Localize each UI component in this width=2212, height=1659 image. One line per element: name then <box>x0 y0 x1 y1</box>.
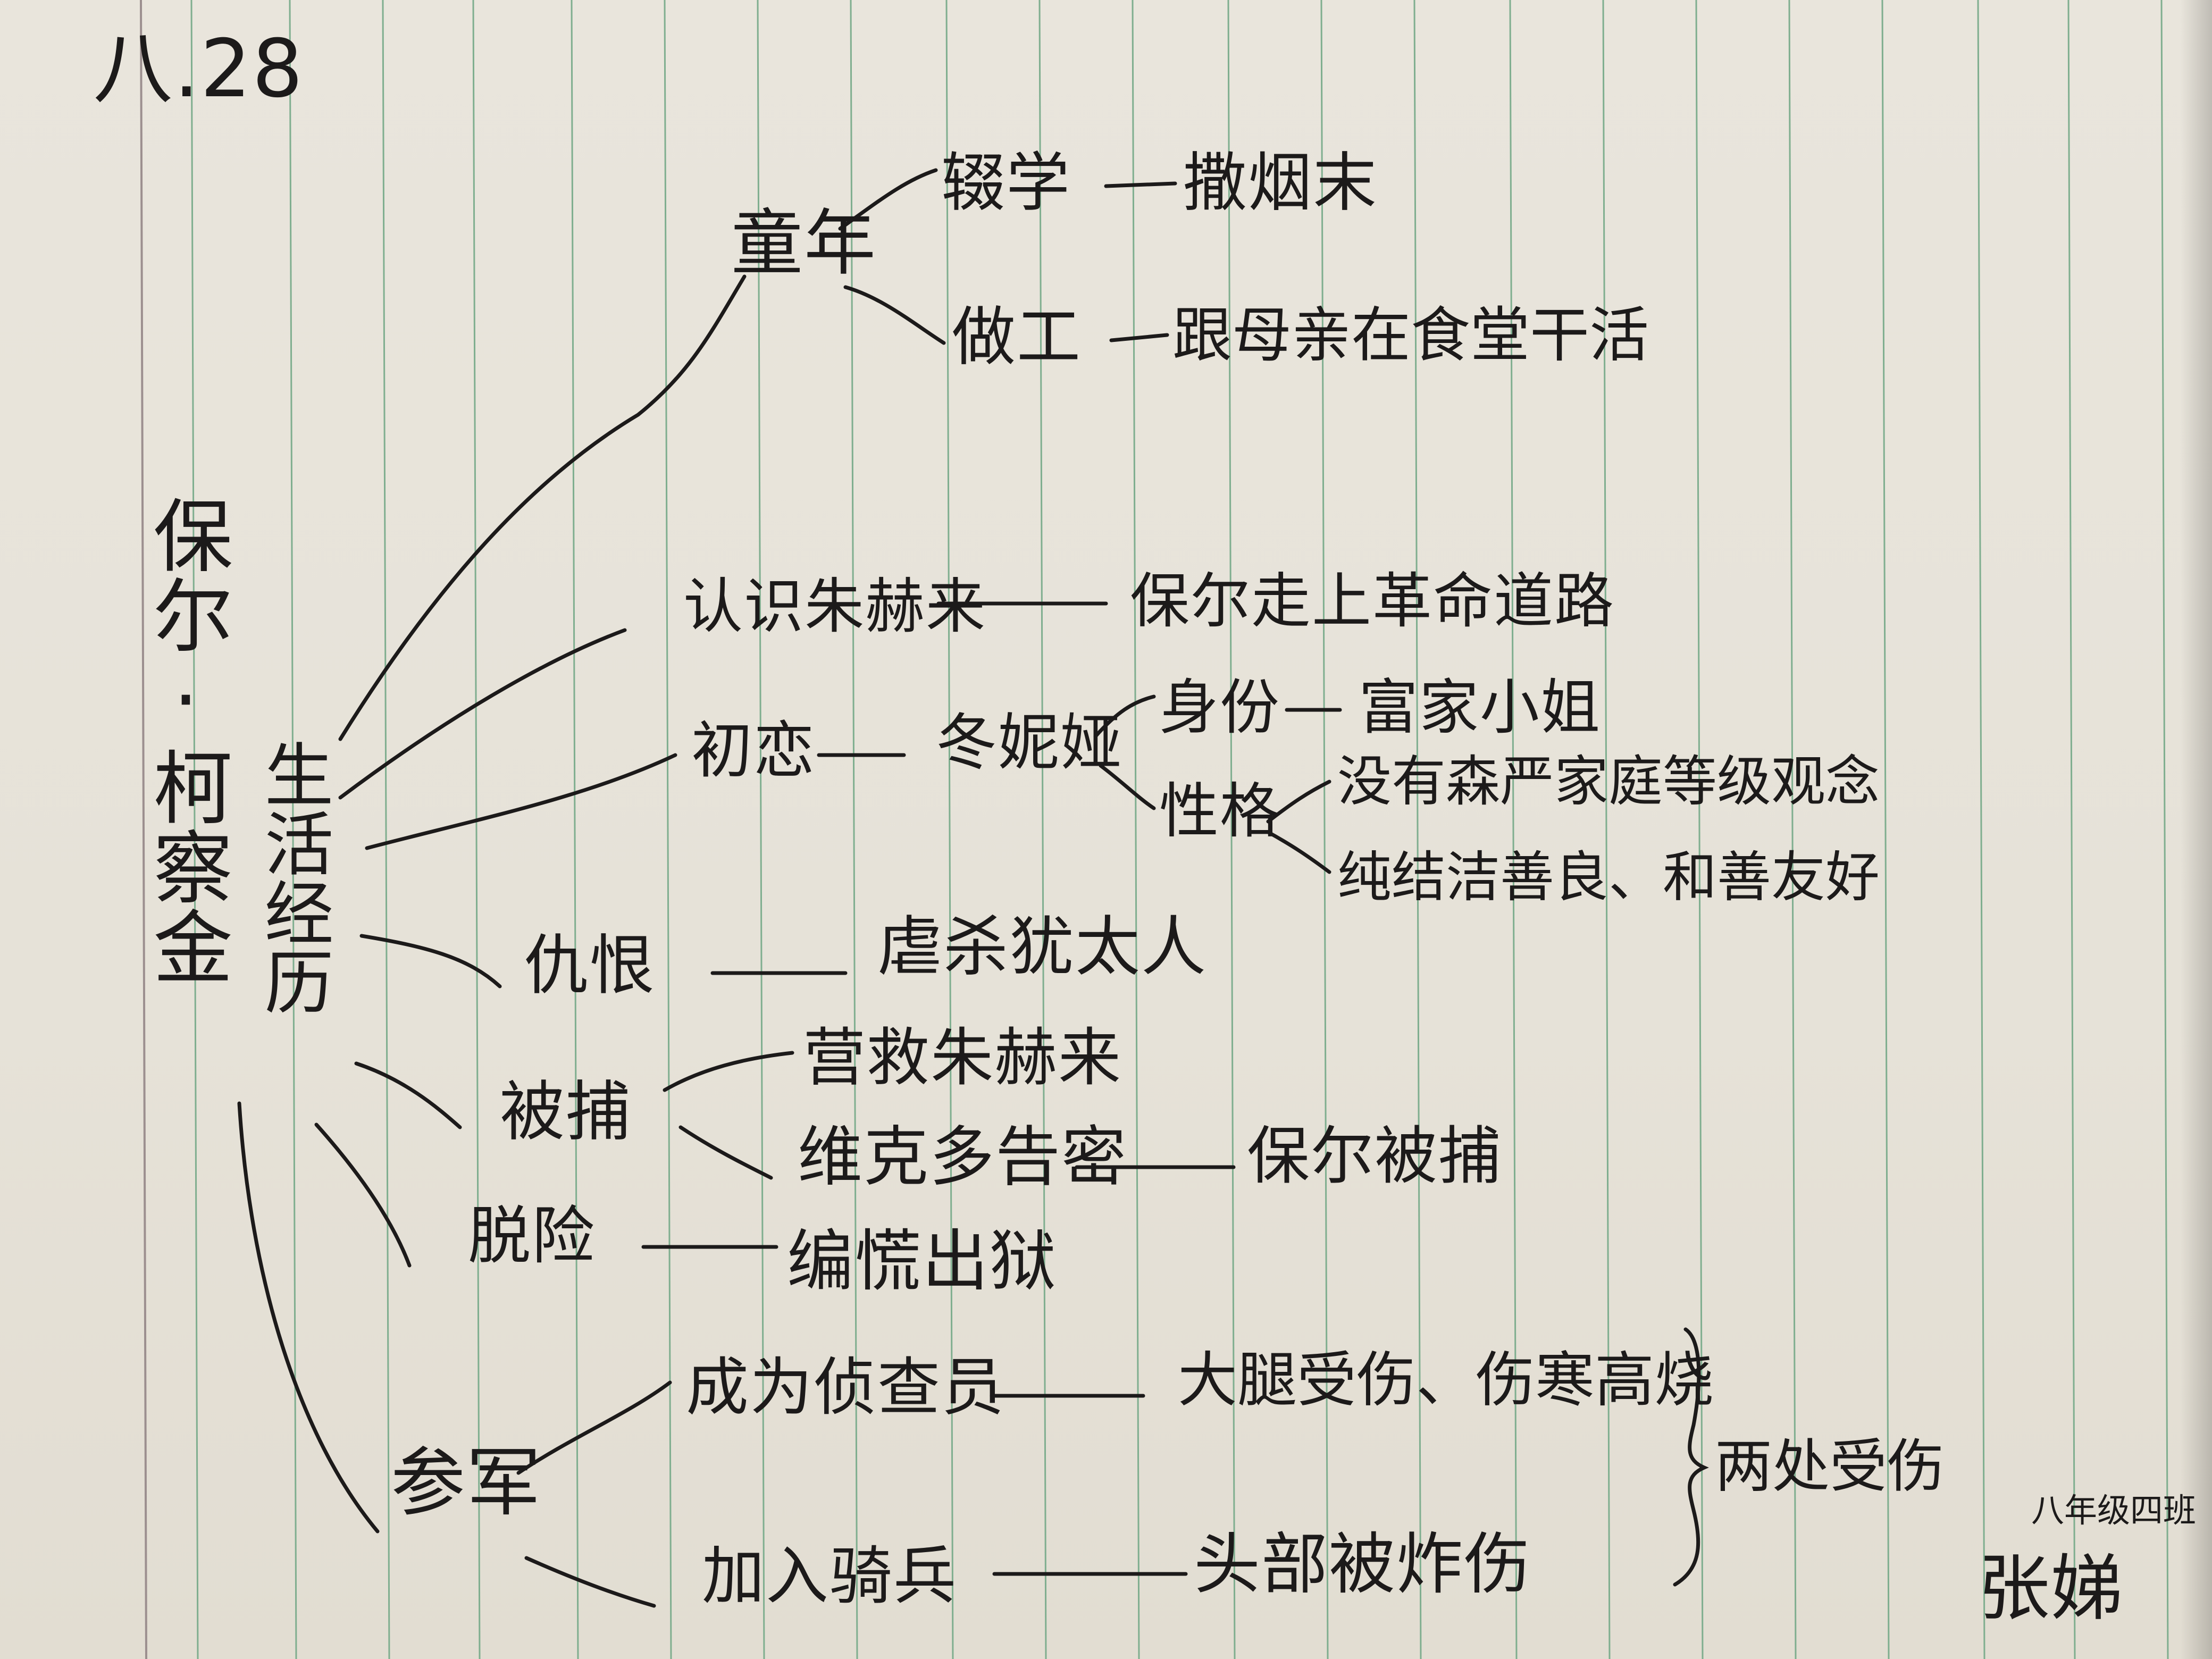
ruled-line <box>571 0 579 1659</box>
army-to-scout-connector <box>516 1380 672 1475</box>
ruled-line <box>1227 0 1236 1659</box>
character-label: 性格 <box>1159 777 1280 846</box>
ruled-line <box>190 0 199 1659</box>
ruled-line <box>1881 0 1890 1659</box>
rescue-label: 营救朱赫来 <box>803 1021 1122 1094</box>
betrayal-detail: 保尔被捕 <box>1247 1119 1503 1193</box>
identity-detail: 富家小姐 <box>1359 673 1601 742</box>
hub-to-hatred-connector <box>359 934 502 988</box>
ruled-line <box>1695 0 1704 1659</box>
childhood-label: 童年 <box>731 202 877 285</box>
tonya-to-identity-connector <box>1093 694 1156 739</box>
main-title: 保尔·柯察金 <box>139 495 232 986</box>
tonya-label: 冬妮娅 <box>936 707 1123 778</box>
hub-to-first-love-connector <box>365 753 677 850</box>
work-label: 做工 <box>952 300 1082 374</box>
ruled-line <box>1038 0 1047 1659</box>
hub-to-escape-connector <box>314 1122 412 1268</box>
hub-to-arrested-connector <box>354 1061 462 1129</box>
meet-zhuhelai-label: 认识朱赫来 <box>683 572 986 641</box>
ruled-line <box>850 0 858 1659</box>
page-edge-shadow <box>2180 0 2212 1659</box>
injuries-brace-connector <box>1673 1327 1709 1587</box>
scout-label: 成为侦查员 <box>686 1351 1006 1424</box>
character-to-detail-2-connector <box>1266 830 1331 874</box>
army-to-cavalry-connector <box>524 1556 656 1608</box>
hub-to-childhood-connector <box>338 274 747 741</box>
character-detail-1: 没有森严家庭等级观念 <box>1337 750 1880 814</box>
work-detail: 跟母亲在食堂干活 <box>1172 301 1649 370</box>
ruled-line <box>757 0 765 1659</box>
hatred-label: 仇恨 <box>524 928 656 1003</box>
hub-label: 生活经历 <box>253 739 334 1016</box>
arrested-label: 被捕 <box>500 1074 632 1150</box>
cavalry-detail: 头部被炸伤 <box>1194 1526 1531 1603</box>
ruled-line <box>945 0 954 1659</box>
ruled-line <box>2067 0 2076 1659</box>
ruled-line <box>1788 0 1797 1659</box>
date-mark: 八.28 <box>93 23 304 115</box>
ruled-line <box>1602 0 1611 1659</box>
escape-detail: 编慌出狱 <box>787 1223 1057 1300</box>
identity-label: 身份 <box>1159 673 1280 742</box>
arrested-to-rescue-connector <box>663 1051 794 1092</box>
dropout-dash-connector <box>1104 181 1177 188</box>
margin-rule <box>140 0 147 1659</box>
ruled-line <box>2160 0 2169 1659</box>
ruled-line <box>472 0 481 1659</box>
ruled-line <box>382 0 390 1659</box>
author-name: 张娣 <box>1978 1547 2124 1630</box>
work-dash-connector <box>1109 333 1169 342</box>
escape-label: 脱险 <box>468 1199 596 1272</box>
class-mark: 八年级四班 <box>2031 1491 2197 1530</box>
childhood-to-dropout-connector <box>838 168 938 231</box>
ruled-line <box>1320 0 1329 1659</box>
dropout-detail: 撒烟末 <box>1183 146 1378 220</box>
betrayal-label: 维克多告密 <box>798 1119 1127 1195</box>
first-love-label: 初恋 <box>691 715 816 786</box>
character-detail-2: 纯结洁善良、和善友好 <box>1337 846 1880 909</box>
ruled-line <box>1132 0 1140 1659</box>
character-to-detail-1-connector <box>1266 780 1331 824</box>
ruled-line <box>1509 0 1518 1659</box>
childhood-to-work-connector <box>843 285 946 345</box>
two-injuries-note: 两处受伤 <box>1715 1434 1945 1500</box>
hub-to-army-connector <box>237 1101 380 1534</box>
tonya-to-character-connector <box>1099 764 1156 810</box>
dropout-label: 辍学 <box>941 146 1071 220</box>
arrested-to-betrayal-connector <box>678 1125 773 1180</box>
hatred-detail: 虐杀犹太人 <box>877 909 1207 985</box>
ruled-line <box>1413 0 1422 1659</box>
meet-zhuhelai-detail: 保尔走上革命道路 <box>1130 567 1615 636</box>
ruled-line <box>1977 0 1985 1659</box>
hub-to-meet-zhuhelai-connector <box>338 628 627 800</box>
army-label: 参军 <box>391 1440 542 1527</box>
scout-detail: 大腿受伤、伤寒高烧 <box>1178 1346 1714 1415</box>
cavalry-label: 加入骑兵 <box>702 1539 958 1613</box>
